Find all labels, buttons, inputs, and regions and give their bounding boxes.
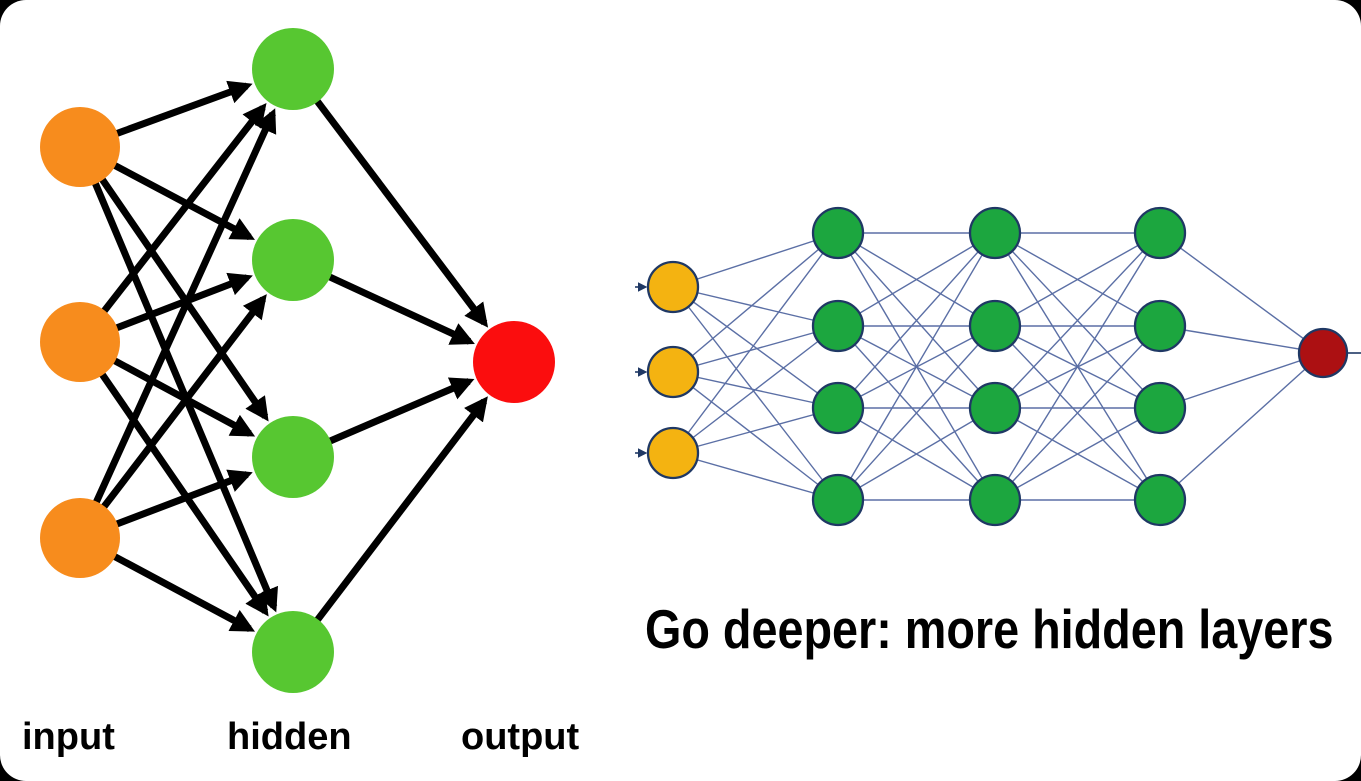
right-network-edge [672,452,839,501]
right-network-edge [837,232,996,501]
hidden-2-node [968,206,1022,260]
left-network-edge [77,102,267,345]
input-node [646,260,700,314]
label-output: output [461,716,580,758]
right-network-edge [672,325,839,373]
right-caption: Go deeper: more hidden layers [645,598,1334,660]
left-network-edge [76,108,277,540]
right-network-edge [1159,232,1324,354]
left-network-edge [290,66,489,328]
right-network [635,206,1361,527]
right-network-edge [994,232,1161,327]
right-network-edge [672,286,839,327]
right-network-edge [672,232,839,373]
right-network-edge [672,407,839,454]
right-network-edge [672,286,839,409]
hidden-1-node [811,381,865,435]
hidden-node [252,416,334,498]
input-node [646,426,700,480]
right-network-edge [1159,352,1324,409]
right-network-edge [837,232,996,409]
hidden-2-node [968,299,1022,353]
right-network-layer-hidden-2 [968,206,1022,527]
hidden-3-node [1133,381,1187,435]
input-node [40,302,120,382]
right-network-layer-hidden-3 [1133,206,1187,527]
right-network-edges [672,232,1324,501]
input-node [40,107,120,187]
right-network-edge [1159,325,1324,354]
hidden-2-node [968,381,1022,435]
right-network-layer-output [1297,327,1349,379]
right-network-edge [994,232,1161,409]
right-network-edge [837,232,996,327]
left-network-edge [77,340,269,617]
hidden-node [252,28,334,110]
left-network-layer-output [473,321,555,403]
hidden-3-node [1133,473,1187,527]
right-network-edge [672,371,839,501]
right-network-edge [994,407,1161,501]
output-node [1297,327,1349,379]
right-network-edge [672,232,839,288]
hidden-3-node [1133,206,1187,260]
right-network-edge [672,286,839,501]
hidden-1-node [811,299,865,353]
label-input: input [22,716,115,758]
right-network-layer-hidden-1 [811,206,865,527]
left-network-edge [77,294,267,541]
hidden-3-node [1133,299,1187,353]
left-network-edge [290,396,488,655]
right-network-edge [672,232,839,454]
right-network-edge [837,407,996,501]
right-network-edge [1159,352,1324,501]
hidden-1-node [811,206,865,260]
right-network-layer-input [646,260,700,480]
hidden-1-node [811,473,865,527]
right-network-edge [994,232,1161,501]
left-network [40,28,555,693]
output-node [473,321,555,403]
left-network-layer-input [40,107,120,578]
hidden-node [252,611,334,693]
left-network-layer-hidden [252,28,334,693]
input-node [40,498,120,578]
input-node [646,345,700,399]
hidden-2-node [968,473,1022,527]
right-network-edge [672,325,839,454]
label-hidden: hidden [227,716,352,758]
hidden-node [252,219,334,301]
right-network-edge [837,325,996,501]
left-network-edge [77,145,269,422]
left-network-edge [76,145,278,613]
right-network-edge [994,325,1161,501]
left-network-edges [76,66,489,655]
